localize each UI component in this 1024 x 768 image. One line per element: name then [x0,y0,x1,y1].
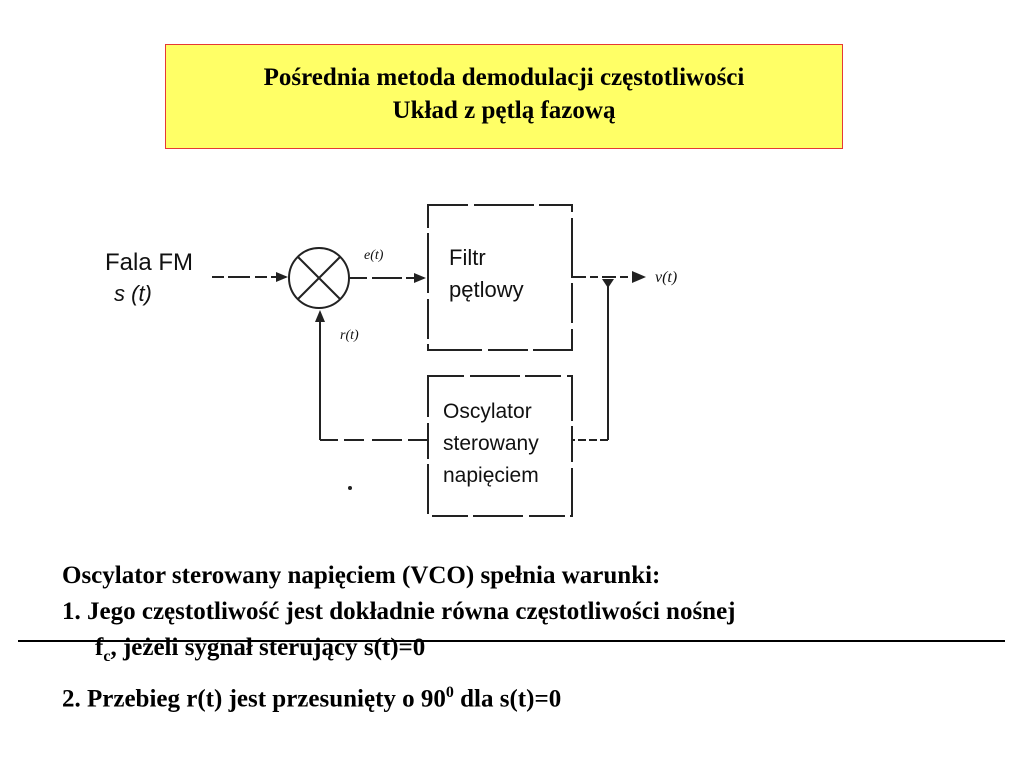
reference-signal-label: r(t) [340,328,359,343]
vco-label-line-3: napięciem [443,464,539,487]
condition-1-rest: , jeżeli sygnał sterujący s(t)=0 [110,634,426,661]
carrier-symbol: f [95,634,104,661]
title-box: Pośrednia metoda demodulacji częstotliwo… [165,44,843,149]
output-arrowhead [632,271,646,283]
pll-block-diagram: Fala FM s (t) e(t) r(t) v(t) Filtr pętlo… [105,204,677,517]
stray-dot [348,486,352,490]
horizontal-rule [18,640,1005,642]
condition-2-pre: 2. Przebieg r(t) jest przesunięty o 90 [62,685,446,713]
mixer-cross-b [297,256,341,300]
node-marker [602,279,614,288]
vco-box [427,375,573,517]
vco-label-line-1: Oscylator [443,400,532,423]
carrier-subscript: c [103,648,111,665]
vco-label-line-2: sterowany [443,432,539,455]
condition-1-line-2: fc, jeżeli sygnał sterujący s(t)=0 [62,630,1012,675]
filter-label-line-2: pętlowy [449,277,524,302]
error-signal-label: e(t) [364,248,384,263]
condition-1-line-1: 1. Jego częstotliwość jest dokładnie rów… [62,598,736,625]
condition-2: 2. Przebieg r(t) jest przesunięty o 900 … [62,675,1012,717]
input-arrowhead [276,272,288,282]
filter-label-line-1: Filtr [449,245,486,270]
reference-arrowhead [315,310,325,322]
title-line-2: Układ z pętlą fazową [392,97,616,124]
degree-superscript: 0 [445,684,454,701]
vco-conditions: Oscylator sterowany napięciem (VCO) speł… [62,558,1012,717]
condition-2-post: dla s(t)=0 [453,685,562,713]
title-line-1: Pośrednia metoda demodulacji częstotliwo… [263,64,745,91]
input-label-line-2: s (t) [114,281,152,306]
error-arrowhead [414,273,426,283]
output-signal-label: v(t) [655,269,677,286]
input-label-line-1: Fala FM [105,249,193,276]
conditions-intro: Oscylator sterowany napięciem (VCO) speł… [62,562,661,589]
